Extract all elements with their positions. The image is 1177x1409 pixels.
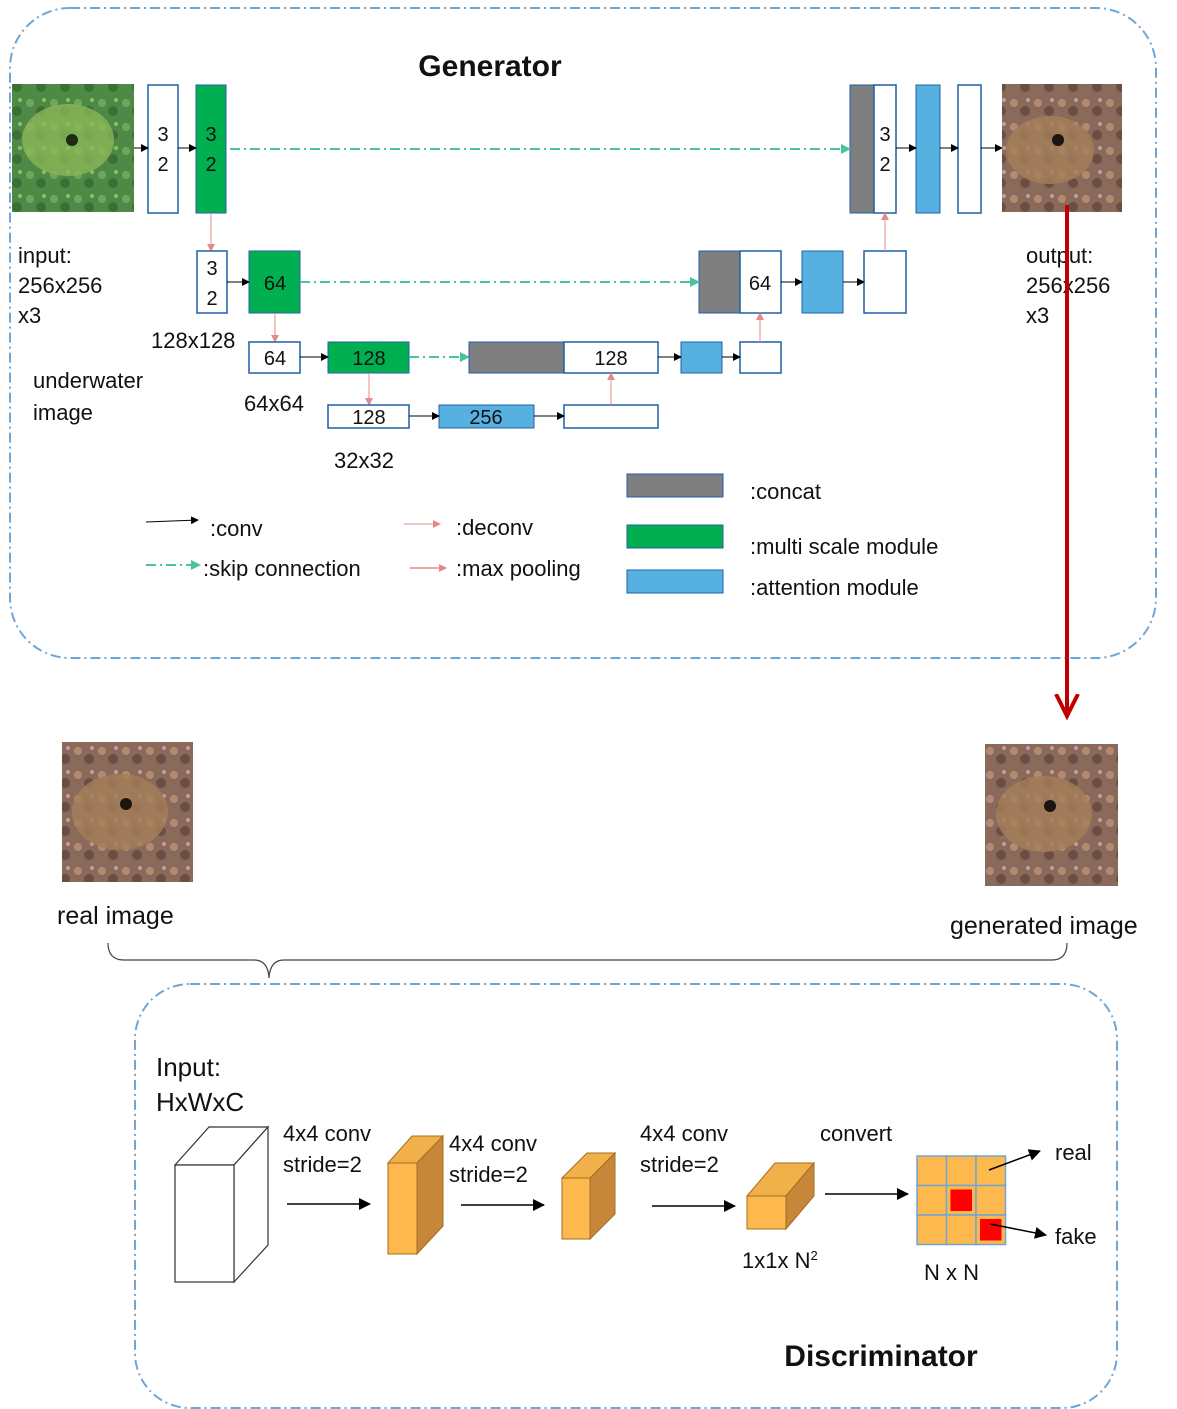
dec1-conv-block: [873, 84, 897, 214]
patch-grid-label: N x N: [924, 1260, 979, 1285]
enc4-output-block: [563, 404, 659, 429]
feature-volume-2: [560, 1151, 617, 1241]
disc-input-label-2: HxWxC: [156, 1087, 244, 1117]
output-label-3: x3: [1026, 303, 1049, 328]
dec2-conv-block: [739, 250, 782, 314]
patch-cell: [945, 1214, 977, 1246]
enc1-conv-label-top: 3: [157, 124, 168, 146]
dec3-label: 128: [594, 348, 627, 370]
dec3-attention-block: [680, 341, 723, 374]
fake-label: fake: [1055, 1224, 1097, 1249]
legend-maxpool-label: :max pooling: [456, 556, 581, 581]
step2-label-1: 4x4 conv: [449, 1131, 537, 1156]
legend-conv-arrow: [145, 516, 199, 525]
fake-patch-marker: [980, 1219, 1002, 1241]
fake-patch-marker: [950, 1189, 972, 1211]
legend-deconv-label: :deconv: [456, 515, 533, 540]
patch-cell: [916, 1184, 948, 1216]
dec1-concat-block: [849, 84, 875, 214]
feature-volume-1: [386, 1134, 445, 1256]
legend-multi-scale-label: :multi scale module: [750, 534, 938, 559]
enc1-ms-label-bottom: 2: [205, 154, 216, 176]
enc2-conv-label-top: 3: [206, 258, 217, 280]
step3-label-1: 4x4 conv: [640, 1121, 728, 1146]
enc3-conv-block: [248, 341, 301, 374]
enhanced-output-image: [1002, 84, 1122, 212]
legend-concat-swatch: [626, 473, 724, 498]
dec2-concat-block: [698, 250, 741, 314]
dec2-label: 64: [749, 273, 771, 295]
step1-label-2: stride=2: [283, 1152, 362, 1177]
enc1-conv-block: [147, 84, 179, 214]
enc3-ms-label: 128: [352, 348, 385, 370]
patch-cell: [916, 1155, 948, 1187]
output-shape-label: 1x1x N2: [742, 1248, 818, 1273]
patch-cell: [916, 1214, 948, 1246]
dec1-attention-block: [915, 84, 941, 214]
enc2-multi-scale-block: [248, 250, 301, 314]
step2-label-2: stride=2: [449, 1162, 528, 1187]
enc1-multi-scale-block: [195, 84, 227, 214]
enc2-ms-label: 64: [264, 273, 286, 295]
enc1-conv-label-bottom: 2: [157, 154, 168, 176]
patch-grid: [916, 1155, 1007, 1246]
output-label-1: output:: [1026, 243, 1093, 268]
real-image-label: real image: [57, 902, 174, 930]
scale-label-64: 64x64: [244, 391, 304, 416]
dec1-output-conv-block: [957, 84, 982, 214]
dec2-attention-block: [801, 250, 844, 314]
legend-skip-label: :skip connection: [203, 556, 361, 581]
input-label-3: x3: [18, 303, 41, 328]
underwater-label-2: image: [33, 400, 93, 425]
merge-brace: [107, 942, 1068, 979]
convert-label: convert: [820, 1121, 892, 1146]
generated-image: [985, 744, 1118, 886]
generator-frame: [9, 7, 1157, 659]
enc1-ms-label-top: 3: [205, 124, 216, 146]
input-label-2: 256x256: [18, 273, 102, 298]
patch-cell: [975, 1155, 1007, 1187]
step1-label-1: 4x4 conv: [283, 1121, 371, 1146]
patch-cell: [945, 1155, 977, 1187]
real-label: real: [1055, 1140, 1092, 1165]
legend-concat-label: :concat: [750, 479, 821, 504]
dec1-label-top: 3: [879, 124, 890, 146]
dec3-output-block: [739, 341, 782, 374]
input-label-1: input:: [18, 243, 72, 268]
enc2-conv-label-bottom: 2: [206, 288, 217, 310]
generator-title: Generator: [418, 50, 562, 83]
generated-image-label: generated image: [950, 912, 1138, 940]
legend-attention-label: :attention module: [750, 575, 919, 600]
enc3-conv-label: 64: [264, 348, 286, 370]
legend-multi-scale-swatch: [626, 524, 724, 549]
input-volume: [173, 1125, 270, 1284]
patch-cell: [975, 1184, 1007, 1216]
disc-input-label-1: Input:: [156, 1052, 221, 1082]
discriminator-title: Discriminator: [784, 1340, 978, 1373]
step3-label-2: stride=2: [640, 1152, 719, 1177]
underwater-input-image: [12, 84, 134, 212]
enc4-attention-label: 256: [469, 407, 502, 429]
dec2-output-block: [863, 250, 907, 314]
scale-label-32: 32x32: [334, 448, 394, 473]
discriminator-frame: [134, 983, 1118, 1409]
legend-conv-label: :conv: [210, 516, 263, 541]
scale-label-128: 128x128: [151, 328, 235, 353]
underwater-label-1: underwater: [33, 368, 143, 393]
dec3-concat-block: [468, 341, 565, 374]
enc4-conv-label: 128: [352, 407, 385, 429]
real-arrow: [988, 1149, 1041, 1171]
dec1-label-bottom: 2: [879, 154, 890, 176]
real-image: [62, 742, 193, 882]
fake-arrow: [989, 1223, 1047, 1239]
output-volume: [745, 1161, 816, 1231]
legend-attention-swatch: [626, 569, 724, 594]
